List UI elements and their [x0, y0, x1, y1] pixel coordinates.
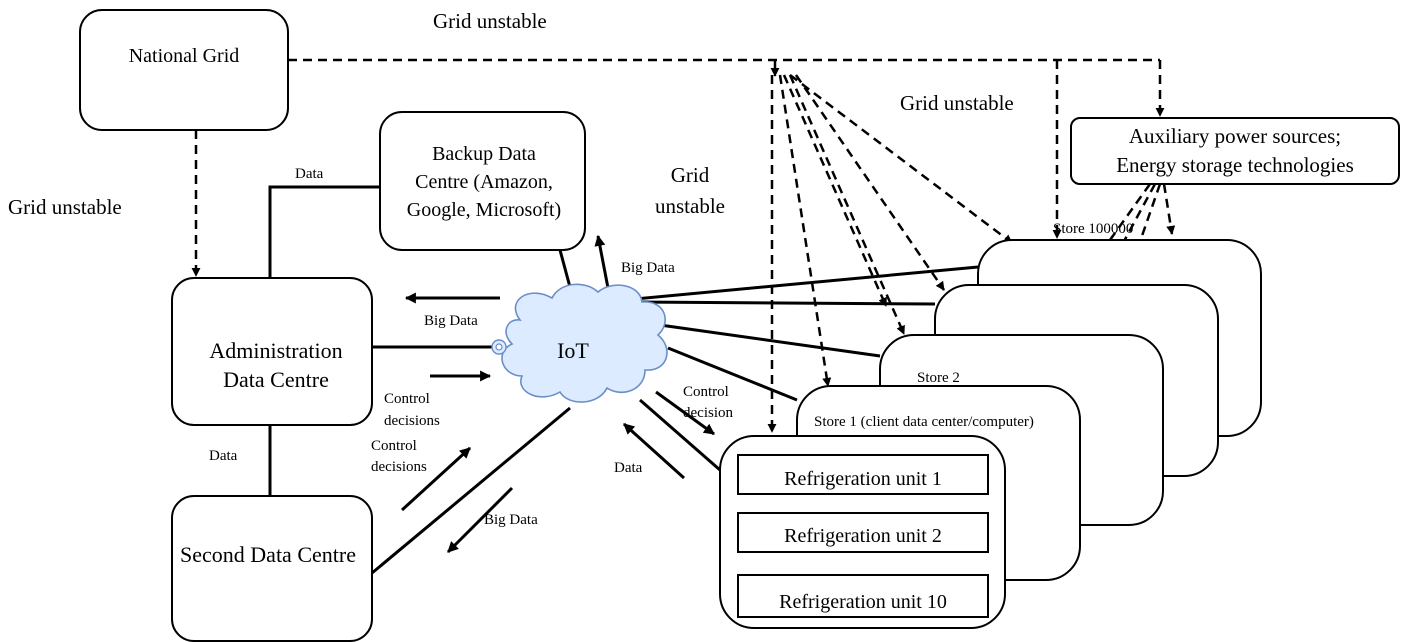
control-decisions-admin-line2: decisions	[384, 413, 440, 429]
control-decisions-from-second-arrow	[400, 446, 472, 512]
second-data-centre-label: Second Data Centre	[180, 542, 356, 567]
control-decisions-second-line2: decisions	[371, 459, 427, 475]
aux-to-store-d	[1162, 183, 1176, 235]
aux-to-store-a	[1088, 183, 1152, 269]
big-data-label-second: Big Data	[484, 512, 538, 528]
auxiliary-power-box	[1070, 117, 1400, 185]
grid-unstable-links	[191, 58, 1176, 433]
big-data-to-backup-arrow	[594, 234, 610, 289]
grid-unstable-left-label: Grid unstable	[8, 195, 122, 219]
store-stack	[719, 239, 1262, 629]
big-data-to-second-arrow	[446, 486, 514, 554]
data-label-backup: Data	[295, 166, 324, 182]
administration-data-centre-box	[171, 277, 373, 426]
control-decision-to-store-arrow	[655, 390, 715, 436]
grid-unstable-mid-label-1: Grid	[671, 163, 710, 187]
national-grid-box	[79, 9, 289, 131]
iot-store100000-link	[623, 265, 979, 302]
backup-label-line3: Google, Microsoft)	[407, 199, 561, 221]
control-decision-store-line2: decision	[683, 405, 733, 421]
data-from-store-arrow	[622, 422, 686, 480]
dashed-to-store100000	[789, 74, 1013, 244]
flow-arrows	[400, 234, 715, 554]
admin-backup-link	[268, 185, 380, 278]
control-decisions-second-line1: Control	[371, 438, 417, 454]
dashed-to-store2	[782, 74, 888, 307]
grid-unstable-right-label: Grid unstable	[900, 91, 1014, 115]
aux-label-line2: Energy storage technologies	[1116, 153, 1354, 177]
national-grid-label: National Grid	[129, 45, 240, 67]
iot-store3-link	[625, 300, 936, 306]
refrigeration-unit-2-label: Refrigeration unit 2	[784, 525, 942, 547]
store-100000-label: Store 100000	[1053, 221, 1133, 237]
store-2-label: Store 2	[917, 370, 960, 386]
refrigeration-unit-1-box	[737, 454, 989, 495]
iot-store1-link	[667, 346, 798, 402]
second-iot-link	[371, 406, 571, 575]
grid-unstable-top-label: Grid unstable	[433, 9, 547, 33]
iot-cloud	[491, 283, 668, 403]
backup-data-centre-box	[379, 111, 586, 251]
control-decision-store-line1: Control	[683, 384, 729, 400]
data-label-admin-second: Data	[209, 448, 238, 464]
grid-unstable-mid-label-2: unstable	[655, 194, 725, 218]
dashed-to-store3	[794, 74, 946, 291]
data-links	[268, 185, 979, 575]
refrigeration-unit-10-label: Refrigeration unit 10	[779, 591, 947, 613]
admin-label-line2: Data Centre	[223, 367, 329, 392]
control-decisions-admin-line1: Control	[384, 391, 430, 407]
refrigeration-unit-1-label: Refrigeration unit 1	[784, 468, 942, 490]
big-data-label-admin: Big Data	[424, 313, 478, 329]
dashed-to-store1-b	[778, 74, 832, 387]
iot-refrigeration-link	[639, 398, 721, 472]
aux-label-line1: Auxiliary power sources;	[1129, 124, 1341, 148]
cloud-connector-inner-icon	[495, 343, 503, 351]
store-1-label: Store 1 (client data center/computer)	[814, 414, 1034, 430]
data-label-store: Data	[614, 460, 643, 476]
refrigeration-unit-2-box	[737, 512, 989, 553]
dashed-to-store2-b	[788, 74, 906, 335]
cloud-shape	[501, 283, 668, 403]
iot-store2-link	[659, 323, 881, 358]
second-data-centre-box	[171, 495, 373, 642]
big-data-label-backup: Big Data	[621, 260, 675, 276]
iot-label: IoT	[557, 338, 589, 363]
refrigeration-unit-10-box	[737, 574, 989, 618]
backup-label-line2: Centre (Amazon,	[415, 171, 553, 193]
backup-label-line1: Backup Data	[432, 143, 536, 165]
admin-label-line1: Administration	[209, 338, 342, 363]
